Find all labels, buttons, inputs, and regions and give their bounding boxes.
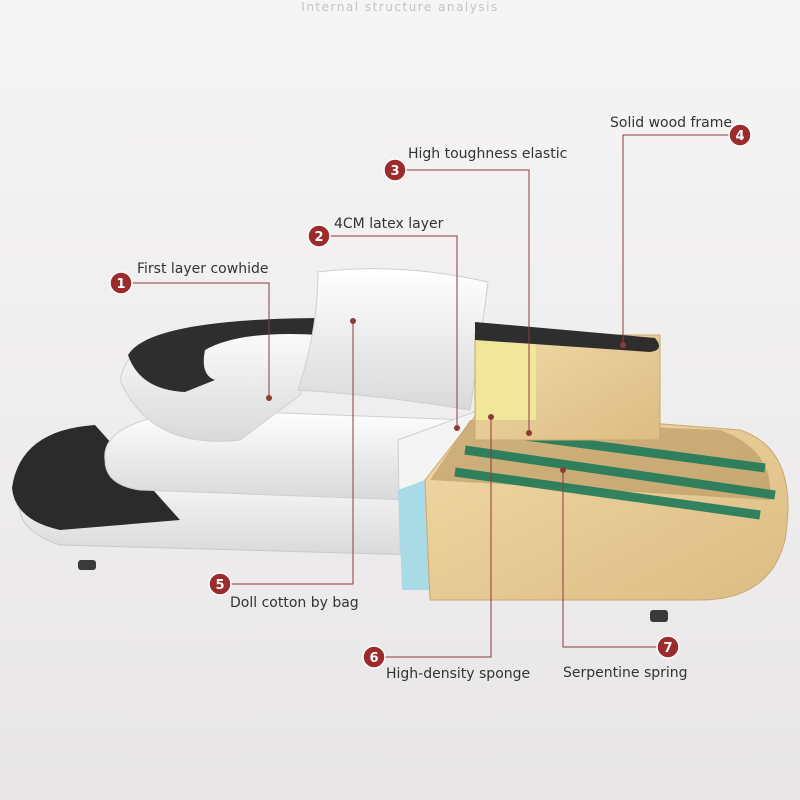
- pillow: [297, 268, 489, 411]
- marker-number-3: 3: [390, 164, 399, 179]
- back-foam: [476, 340, 536, 420]
- marker-number-7: 7: [663, 641, 672, 656]
- callout-label-5: Doll cotton by bag: [230, 595, 359, 611]
- leader-line-3: [395, 169, 530, 433]
- callout-label-7: Serpentine spring: [563, 665, 688, 681]
- marker-2: [307, 224, 331, 248]
- anchor-dot-1: [266, 395, 272, 401]
- armrest-top: [128, 318, 330, 392]
- sponge-layer: [398, 480, 430, 590]
- leader-line-7: [562, 470, 668, 648]
- marker-5: [208, 572, 232, 596]
- callout-label-1: First layer cowhide: [137, 261, 269, 277]
- anchor-dot-7: [560, 467, 566, 473]
- leader-line-4: [622, 134, 740, 345]
- side-table-left: [12, 425, 180, 530]
- marker-3: [383, 158, 407, 182]
- anchor-dot-6: [488, 414, 494, 420]
- marker-4: [728, 123, 752, 147]
- callout-label-2: 4CM latex layer: [334, 216, 444, 232]
- marker-number-2: 2: [314, 230, 323, 245]
- marker-number-6: 6: [369, 651, 378, 666]
- leader-line-5: [220, 321, 354, 585]
- marker-number-5: 5: [215, 578, 224, 593]
- anchor-dot-2: [454, 425, 460, 431]
- anchor-dot-4: [620, 342, 626, 348]
- callout-label-4: Solid wood frame: [610, 115, 733, 131]
- leader-line-2: [319, 235, 458, 428]
- marker-7: [656, 635, 680, 659]
- leader-line-6: [374, 417, 492, 658]
- leader-line-1: [121, 282, 270, 398]
- marker-number-1: 1: [116, 277, 125, 292]
- anchor-dot-5: [350, 318, 356, 324]
- anchor-dot-3: [526, 430, 532, 436]
- marker-number-4: 4: [735, 129, 744, 144]
- marker-6: [362, 645, 386, 669]
- marker-1: [109, 271, 133, 295]
- callout-label-3: High toughness elastic: [408, 146, 568, 162]
- back-top: [475, 322, 659, 352]
- diagram-title: Internal structure analysis: [301, 0, 499, 14]
- callout-label-6: High-density sponge: [386, 666, 531, 682]
